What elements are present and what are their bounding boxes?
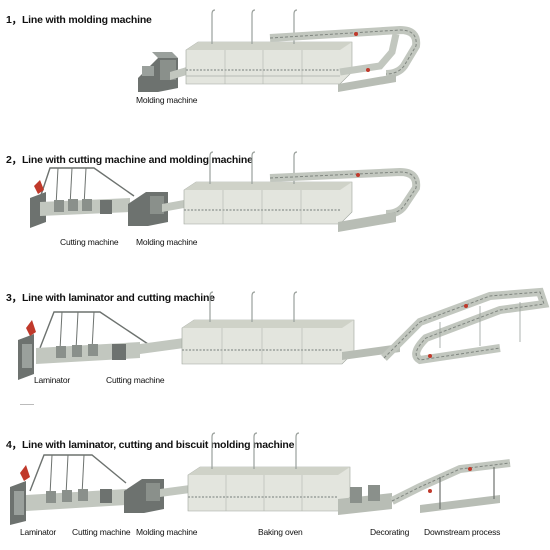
line-3-section: 3，Line with laminator and cutting machin… <box>0 282 550 405</box>
divider <box>20 404 34 405</box>
line-2-section: 2，Line with cutting machine and molding … <box>0 142 550 262</box>
cutting-machine-label: Cutting machine <box>60 237 119 247</box>
baking-oven-label: Baking oven <box>258 527 303 537</box>
line-4-illustration <box>10 432 511 525</box>
line-1-illustration <box>138 9 421 92</box>
molding-machine-icon <box>124 479 190 513</box>
molding-machine-label: Molding machine <box>136 237 198 247</box>
molding-machine-label: Molding machine <box>136 95 198 105</box>
cutting-machine-icon <box>30 167 135 228</box>
molding-machine-label: Molding machine <box>136 527 198 537</box>
baking-oven-icon <box>185 9 353 85</box>
line-2-title: 2，Line with cutting machine and molding … <box>6 154 253 166</box>
cooling-conveyor-icon <box>269 167 421 232</box>
line-2-illustration <box>30 151 421 232</box>
line-3-title: 3，Line with laminator and cutting machin… <box>6 292 215 304</box>
laminator-icon <box>10 465 30 525</box>
line-4-section: 4，Line with laminator, cutting and biscu… <box>0 425 550 550</box>
baking-oven-icon <box>187 432 351 512</box>
baking-oven-icon <box>183 151 353 225</box>
line-1-section: 1，Line with molding machine <box>0 0 550 135</box>
cutting-machine-icon <box>26 454 127 511</box>
cutting-machine-label: Cutting machine <box>106 375 165 385</box>
line-4-title: 4，Line with laminator, cutting and biscu… <box>6 439 295 451</box>
line-3-illustration <box>18 287 550 380</box>
cutting-machine-icon <box>36 311 184 364</box>
cutting-machine-label: Cutting machine <box>72 527 131 537</box>
laminator-label: Laminator <box>34 375 70 385</box>
cooling-conveyor-icon <box>269 25 421 92</box>
laminator-label: Laminator <box>20 527 56 537</box>
elevated-conveyor-icon <box>342 287 550 365</box>
molding-machine-icon <box>128 192 184 226</box>
line-1-title: 1，Line with molding machine <box>6 14 152 26</box>
downstream-conveyor-icon <box>390 459 511 513</box>
baking-oven-icon <box>181 291 355 365</box>
downstream-process-label: Downstream process <box>424 527 501 537</box>
laminator-icon <box>18 320 36 380</box>
decorating-machine-icon <box>338 485 392 515</box>
decorating-label: Decorating <box>370 527 410 537</box>
